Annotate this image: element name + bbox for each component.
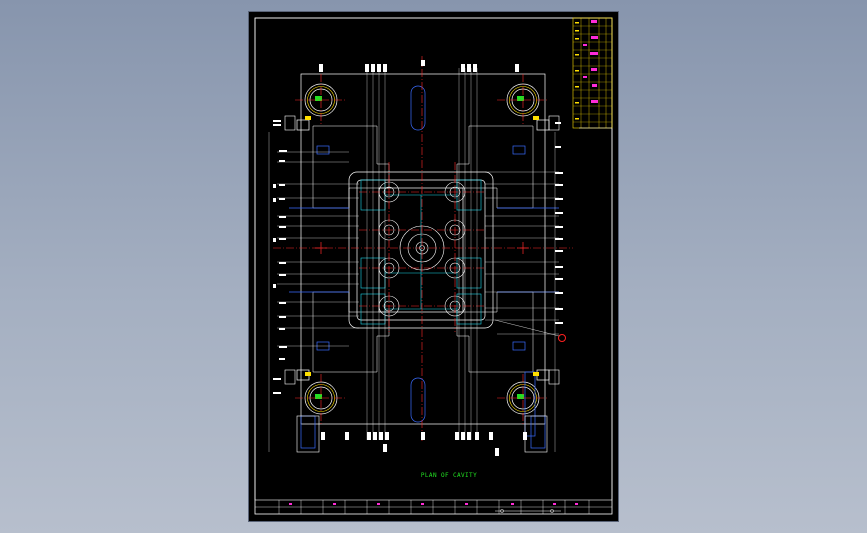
bottom-scale-ticks <box>278 500 590 514</box>
side-bolt-marks <box>305 116 539 376</box>
drawing-frame <box>254 17 613 501</box>
mold-plate <box>296 73 550 425</box>
dimension-ticks-right <box>485 171 559 335</box>
center-crosses <box>315 242 529 254</box>
corner-pockets <box>312 125 534 373</box>
dimension-lines <box>268 68 556 452</box>
title-block <box>572 17 613 129</box>
callout-marker <box>494 319 566 342</box>
dimension-ticks-left <box>277 151 359 347</box>
drawing-caption: PLAN OF CAVITY <box>420 472 478 479</box>
centerlines <box>273 56 573 442</box>
cad-drawing <box>254 17 613 515</box>
drawing-sheet: PLAN OF CAVITY <box>249 12 618 521</box>
dimension-label-marks <box>273 60 563 456</box>
side-bolts <box>284 115 560 385</box>
hidden-features <box>289 85 559 449</box>
bottom-legs <box>296 415 548 453</box>
bottom-right-legend <box>495 509 561 513</box>
cavity-insert <box>348 171 494 329</box>
bottom-scale-marks <box>289 503 578 505</box>
